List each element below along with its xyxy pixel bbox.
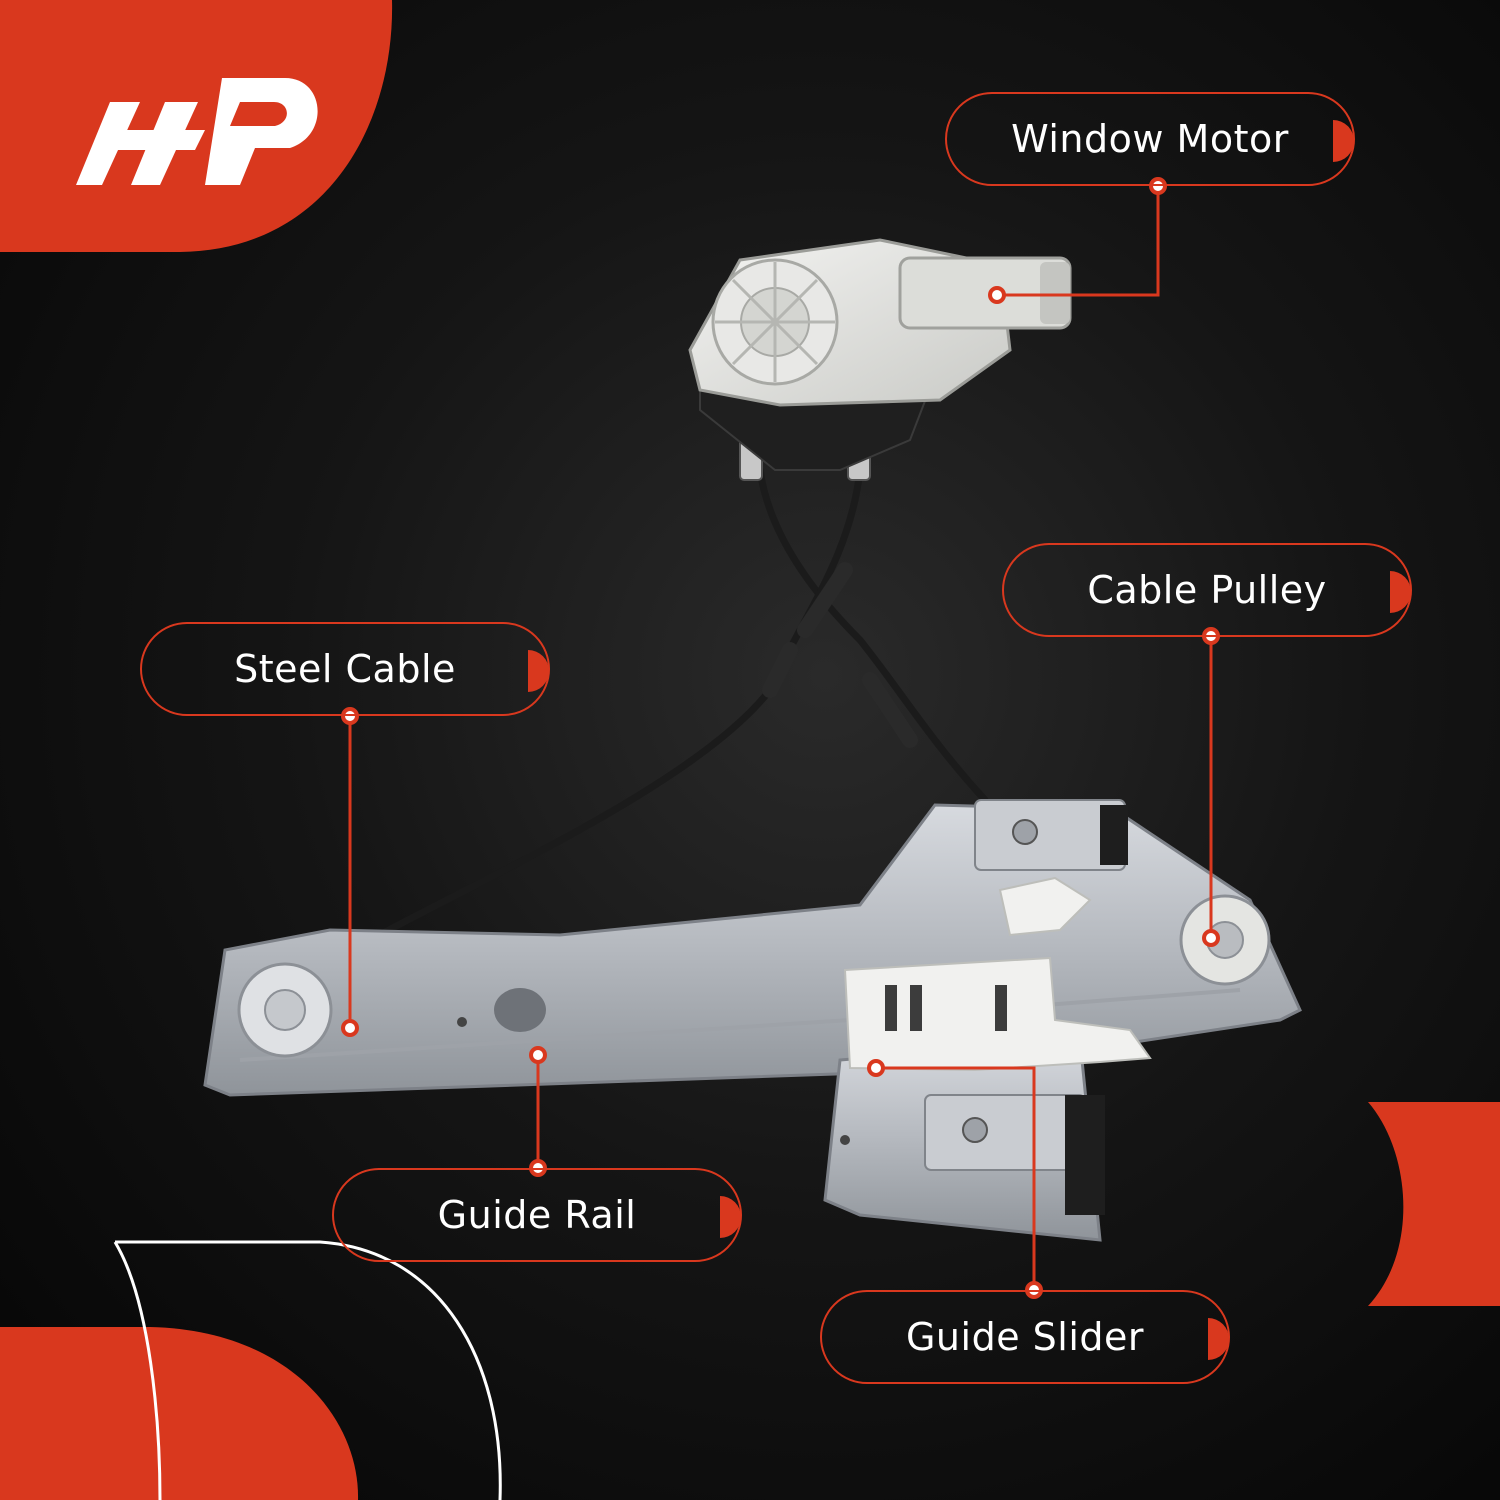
glass-clamp-lower [924,1094,1105,1215]
callout-cable-pulley: Cable Pulley [1002,543,1412,637]
callout-guide-slider: Guide Slider [820,1290,1230,1384]
corner-blob-bottom-left [0,1327,359,1500]
half-circle-cap-icon [720,1196,741,1238]
cable-sleeves [762,562,918,748]
callout-guide-rail-label: Guide Rail [437,1193,637,1237]
half-circle-cap-icon [528,650,549,692]
half-circle-cap-icon [1208,1318,1229,1360]
cable-pulley-right [1179,894,1271,986]
half-circle-cap-icon [1333,120,1354,162]
half-circle-cap-icon [1390,571,1411,613]
dot-guide-rail-part [529,1046,547,1064]
window-motor-body [688,238,1072,407]
dot-steel-cable-box [341,707,359,725]
dot-cable-pulley-part [1202,929,1220,947]
dot-window-motor-box [1149,177,1167,195]
callout-window-motor: Window Motor [945,92,1355,186]
glass-clamp-upper [974,799,1128,871]
dot-window-motor-part [988,286,1006,304]
callout-window-motor-label: Window Motor [1011,117,1289,161]
callout-guide-slider-label: Guide Slider [905,1315,1145,1359]
cable-pulley-left [237,962,333,1058]
corner-blob-right [1368,1102,1500,1306]
callout-steel-cable: Steel Cable [140,622,550,716]
dot-guide-slider-part [867,1059,885,1077]
leader-guide-slider [876,1066,1036,1290]
dot-steel-cable-part [341,1019,359,1037]
leader-window-motor [997,186,1160,297]
callout-guide-rail: Guide Rail [332,1168,742,1262]
callout-steel-cable-label: Steel Cable [234,647,456,691]
guide-slider-body [843,876,1152,1072]
callout-cable-pulley-label: Cable Pulley [1087,568,1327,612]
corner-blob-top-left [0,0,393,252]
